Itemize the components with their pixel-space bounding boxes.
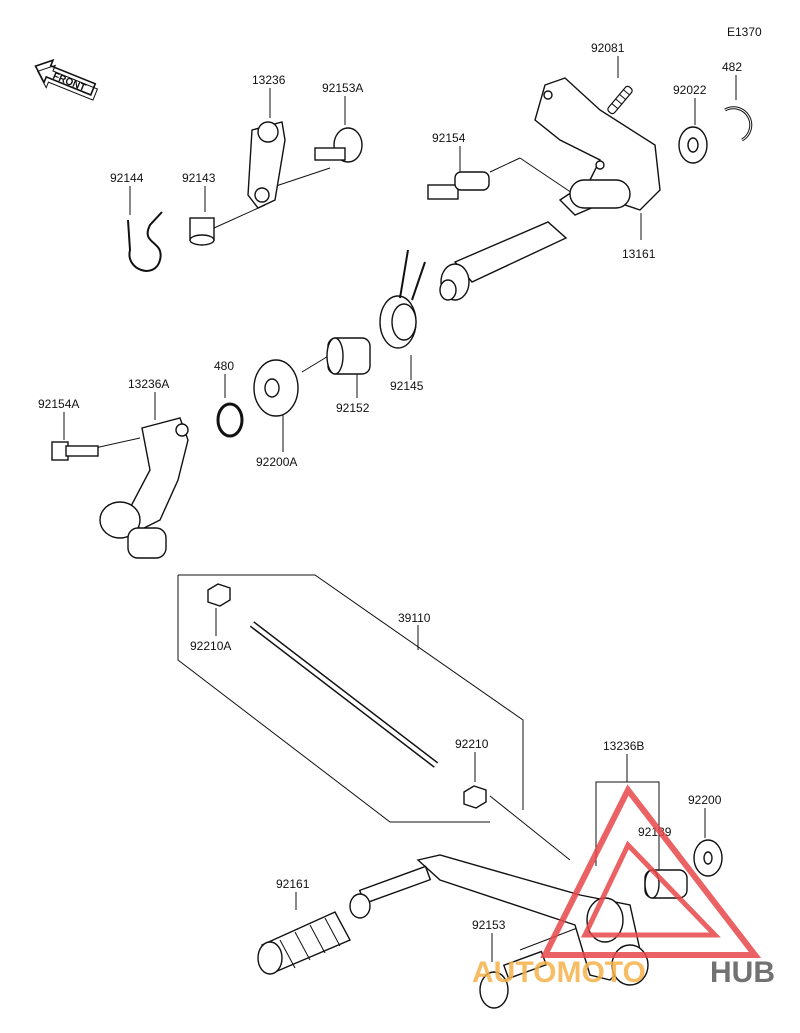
part-label-13236: 13236 <box>252 73 286 87</box>
watermark-text-right: HUB <box>710 956 775 989</box>
nut-92210A-icon <box>207 583 231 607</box>
part-label-482: 482 <box>722 60 742 74</box>
washer-92200-icon <box>693 839 723 877</box>
part-labels: 92081 482 92022 13236 92153A 92154 92144 92143 1… <box>38 41 742 932</box>
shift-shaft-13161 <box>439 77 661 301</box>
part-label-92022: 92022 <box>673 83 707 97</box>
spring-92081-icon <box>607 85 633 115</box>
part-label-39110: 39110 <box>398 611 431 625</box>
spring-92144-icon <box>127 211 163 272</box>
collar-92152-icon <box>326 337 371 375</box>
diagram-code: E1370 <box>727 25 762 39</box>
rod-39110-icon <box>249 621 439 768</box>
circlip-482-icon <box>724 106 753 142</box>
nut-92210-icon <box>463 785 487 809</box>
part-label-92200A: 92200A <box>256 455 297 469</box>
part-label-92210A: 92210A <box>190 639 231 653</box>
part-label-13161: 13161 <box>622 247 656 261</box>
part-label-92210: 92210 <box>455 737 489 751</box>
front-arrow-icon: FRONT <box>34 58 99 101</box>
part-label-480: 480 <box>214 359 234 373</box>
part-label-92143: 92143 <box>182 171 216 185</box>
part-label-13236A: 13236A <box>128 377 169 391</box>
collar-92143-icon <box>189 217 215 246</box>
washer-92200A-icon <box>253 359 299 417</box>
watermark: AUTOMOTO HUB <box>472 784 775 989</box>
bolt-92154-icon <box>427 171 490 200</box>
part-label-92161: 92161 <box>276 877 310 891</box>
part-label-92152: 92152 <box>336 401 370 415</box>
part-label-92153A: 92153A <box>322 81 363 95</box>
circlip-480-icon <box>216 402 244 438</box>
part-label-92081: 92081 <box>591 41 625 55</box>
bolt-92154A-icon <box>51 441 99 461</box>
washer-92022-icon <box>678 126 708 164</box>
spring-92145-icon <box>379 249 426 349</box>
part-label-92154: 92154 <box>432 131 466 145</box>
leader-lines <box>63 56 737 962</box>
bolt-92153-icon <box>479 950 548 1009</box>
part-label-92144: 92144 <box>110 171 144 185</box>
lever-13236A-icon <box>99 417 189 559</box>
lever-13236-icon <box>247 121 286 209</box>
part-label-13236B: 13236B <box>603 739 644 753</box>
bolt-92153A-icon <box>314 127 363 163</box>
part-label-92200: 92200 <box>688 793 722 807</box>
watermark-text-left: AUTOMOTO <box>472 956 646 989</box>
part-label-92145: 92145 <box>390 379 424 393</box>
part-label-92153: 92153 <box>472 918 506 932</box>
part-label-92154A: 92154A <box>38 397 79 411</box>
rubber-92161-icon <box>257 911 351 975</box>
